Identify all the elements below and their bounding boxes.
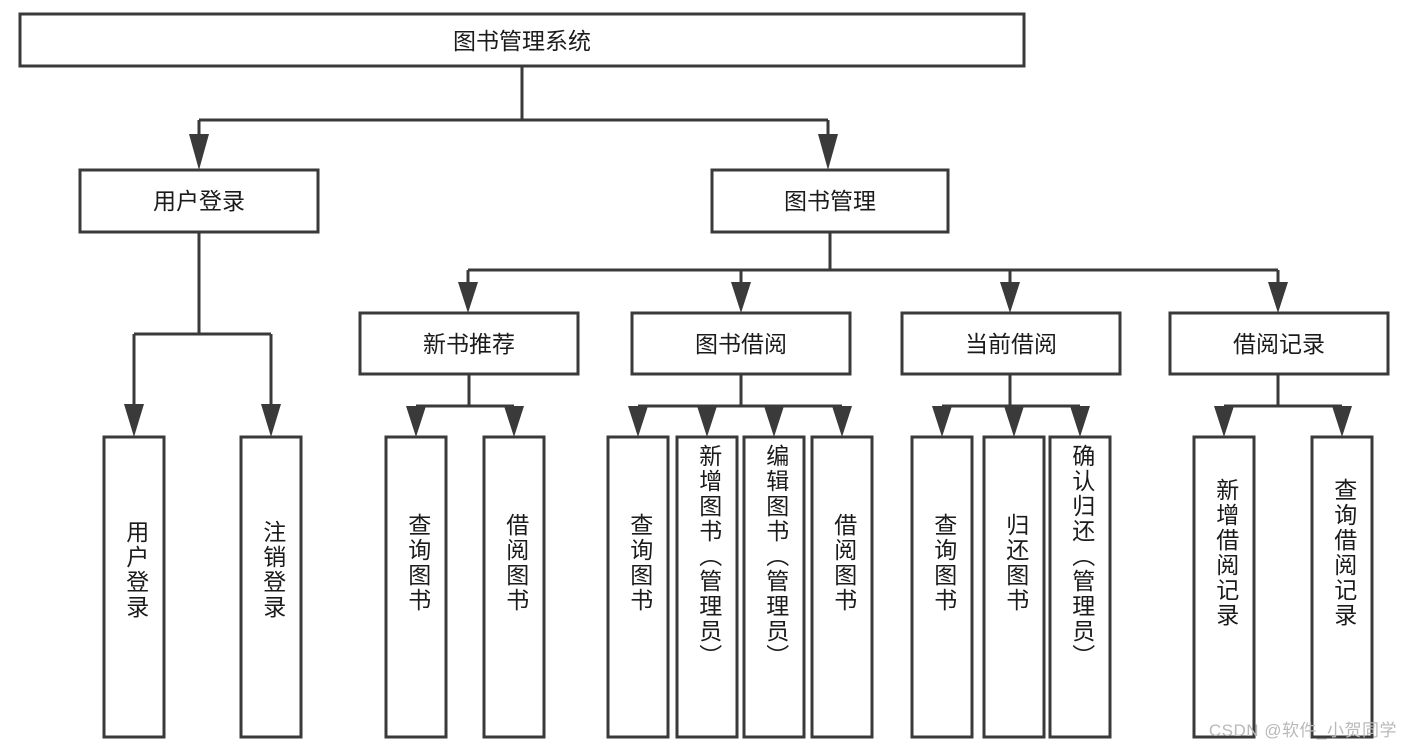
arrow-head-book-management (818, 134, 838, 170)
node-box-leaf-confirm-return-admin[interactable] (1048, 435, 1112, 739)
node-box-leaf-query-borrow-record[interactable] (1310, 435, 1374, 739)
arrow-head-leaf-query-borrow-record (1332, 406, 1352, 437)
node-label-book-management: 图书管理 (784, 188, 876, 214)
node-box-book-management[interactable] (710, 168, 950, 234)
node-label-current-borrow: 当前借阅 (965, 331, 1057, 357)
node-label-new-book-recommend: 新书推荐 (423, 331, 515, 357)
node-label-user-login: 用户登录 (153, 188, 245, 214)
node-label-book-borrow: 图书借阅 (695, 331, 787, 357)
csdn-watermark: CSDN @软件_小贺同学 (1208, 721, 1397, 740)
arrow-head-leaf-user-login (124, 404, 144, 437)
node-box-leaf-user-logout[interactable] (239, 435, 303, 739)
arrow-head-leaf-borrow-book-rec (504, 406, 524, 437)
arrow-head-leaf-confirm-return-admin (1070, 406, 1090, 437)
node-box-leaf-query-book-borrow[interactable] (606, 435, 670, 739)
arrow-head-leaf-return-book (1004, 406, 1024, 437)
arrow-head-leaf-edit-book-admin (764, 406, 784, 437)
node-box-leaf-borrow-book-rec[interactable] (482, 435, 546, 739)
node-box-current-borrow[interactable] (900, 311, 1122, 376)
arrow-head-borrow-record (1268, 282, 1288, 313)
node-box-book-borrow[interactable] (630, 311, 852, 376)
node-box-leaf-return-book[interactable] (982, 435, 1046, 739)
arrow-head-leaf-query-book-rec (406, 406, 426, 437)
arrow-head-leaf-user-logout (261, 404, 281, 437)
arrow-head-leaf-query-book-borrow (628, 406, 648, 437)
arrow-head-user-login (189, 134, 209, 170)
arrow-head-current-borrow (1000, 282, 1020, 313)
arrow-head-leaf-add-borrow-record (1214, 406, 1234, 437)
node-box-user-login[interactable] (78, 168, 320, 234)
node-label-root: 图书管理系统 (453, 28, 591, 54)
node-box-leaf-add-book-admin[interactable] (675, 435, 739, 739)
node-box-leaf-user-login[interactable] (102, 435, 166, 739)
arrow-head-leaf-query-book-current (932, 406, 952, 437)
node-box-borrow-record[interactable] (1168, 311, 1390, 376)
arrow-head-leaf-borrow-book (832, 406, 852, 437)
node-label-borrow-record: 借阅记录 (1233, 331, 1325, 357)
connector-layer (124, 66, 1352, 437)
node-box-root[interactable] (18, 12, 1026, 68)
node-box-leaf-query-book-rec[interactable] (384, 435, 448, 739)
node-box-new-book-recommend[interactable] (358, 311, 580, 376)
arrow-head-book-borrow (731, 282, 751, 313)
node-box-leaf-query-book-current[interactable] (910, 435, 974, 739)
node-box-leaf-borrow-book[interactable] (810, 435, 874, 739)
arrow-head-leaf-add-book-admin (697, 406, 717, 437)
node-layer: 图书管理系统 用户登录 图书管理 新书推荐 图书借阅 当前借阅 借阅记录 (18, 12, 1390, 739)
arrow-head-new-book-recommend (458, 282, 478, 313)
node-box-leaf-edit-book-admin[interactable] (742, 435, 806, 739)
node-box-leaf-add-borrow-record[interactable] (1192, 435, 1256, 739)
